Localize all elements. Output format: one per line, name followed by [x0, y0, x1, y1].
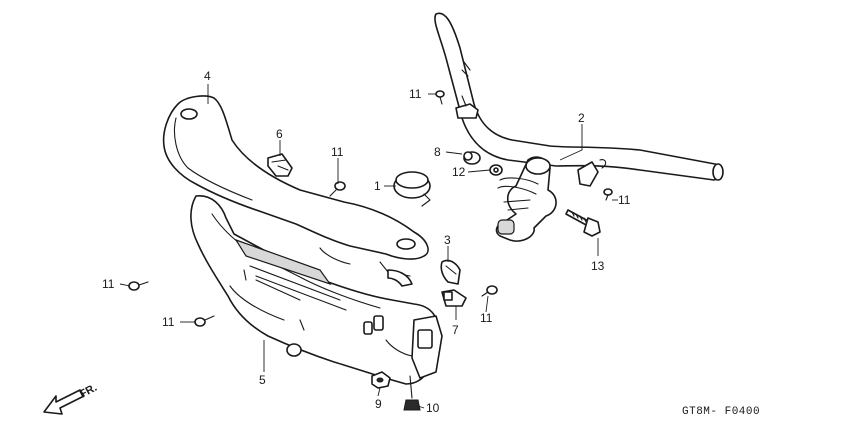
callout-11: 11 [162, 315, 175, 329]
callout-6: 6 [276, 127, 283, 141]
callout-11: 11 [480, 311, 493, 325]
grommet-8 [463, 151, 481, 165]
screw-11-upper [435, 90, 445, 105]
handlebar [434, 12, 724, 181]
bolt-10 [403, 375, 421, 411]
diagram-code: GT8M- F0400 [682, 406, 760, 418]
callout-4: 4 [204, 69, 211, 83]
callout-10: 10 [426, 401, 440, 415]
horn [393, 171, 431, 207]
direction-label: FR. [78, 382, 99, 401]
callout-11: 11 [102, 277, 115, 291]
nut-9 [371, 371, 391, 389]
screw-11-mid [329, 181, 346, 197]
handlebar-clamp [495, 156, 557, 242]
bar-clip-right [577, 159, 607, 187]
bar-clip-upper [455, 95, 479, 119]
clip-6 [267, 153, 293, 177]
front-direction-arrow: FR. [43, 382, 99, 415]
callout-3: 3 [444, 233, 451, 247]
callout-5: 5 [259, 373, 266, 387]
callout-11: 11 [409, 87, 422, 101]
front-top-cover [162, 95, 429, 287]
callout-11: 11 [331, 145, 344, 159]
callout-12: 12 [452, 165, 466, 179]
callout-9: 9 [375, 397, 382, 411]
washer-12 [489, 164, 503, 176]
screw-11-right-b [603, 188, 613, 201]
clip-3 [440, 259, 461, 285]
screw-11-left-a [128, 281, 149, 291]
callout-2: 2 [578, 111, 585, 125]
callout-1: 1 [374, 179, 381, 193]
leader-lines [119, 84, 618, 409]
callout-labels: 4 6 11 1 11 8 12 2 3 7 11 11 13 11 11 5 … [102, 69, 631, 415]
callout-7: 7 [452, 323, 459, 337]
callout-13: 13 [591, 259, 605, 273]
callout-11: 11 [618, 193, 631, 207]
screw-11-left-b [194, 315, 215, 327]
clip-7 [441, 289, 467, 307]
screw-11-right-a [481, 285, 498, 297]
front-inner-cover [190, 195, 443, 385]
bolt-13 [565, 209, 601, 237]
callout-8: 8 [434, 145, 441, 159]
